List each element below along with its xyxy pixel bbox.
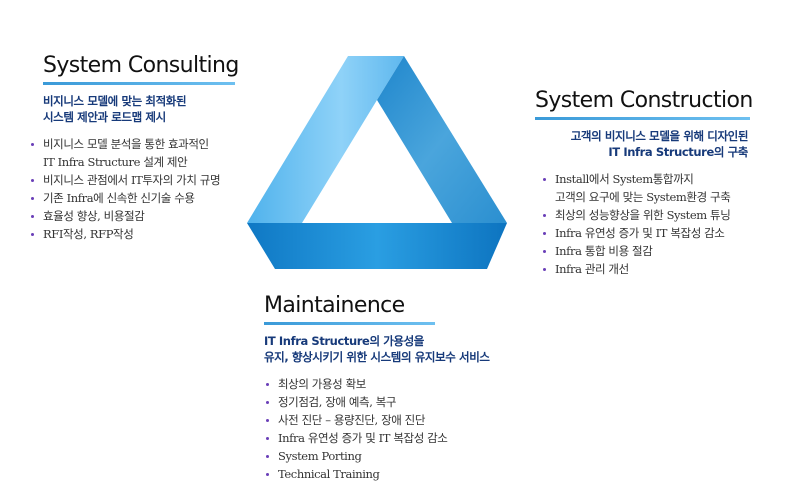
bullet-icon (543, 232, 546, 235)
list-item: 기존 Infra에 신속한 신기술 수용 (31, 189, 239, 207)
subtitle-line: IT Infra Structure의 구축 (608, 145, 748, 159)
list-item: System Porting (266, 447, 490, 465)
construction-title: System Construction (535, 88, 753, 113)
construction-section: System Construction 고객의 비지니스 모델을 위해 디자인된… (535, 87, 753, 278)
list-item: 정기점검, 장애 예측, 복구 (266, 393, 490, 411)
list-item: Infra 통합 비용 절감 (543, 242, 753, 260)
construction-underline (535, 117, 750, 120)
bullet-icon (31, 197, 34, 200)
bullet-icon (266, 455, 269, 458)
maintenance-underline (264, 322, 435, 325)
list-item: 사전 진단 – 용량진단, 장애 진단 (266, 411, 490, 429)
list-item: 비지니스 관점에서 IT투자의 가치 규명 (31, 171, 239, 189)
bullet-icon (543, 178, 546, 181)
consulting-underline (43, 82, 235, 85)
bullet-icon (31, 233, 34, 236)
consulting-section: System Consulting 비지니스 모델에 맞는 최적화된 시스템 제… (31, 52, 239, 243)
triangle-left-band (247, 56, 404, 223)
list-item: 최상의 성능향상을 위한 System 튜닝 (543, 206, 753, 224)
maintenance-section: Maintainence IT Infra Structure의 가용성을 유지… (264, 292, 490, 483)
subtitle-line: IT Infra Structure의 가용성을 (264, 334, 424, 348)
triangle-right-band (377, 56, 507, 223)
bullet-icon (31, 143, 34, 146)
bullet-icon (266, 419, 269, 422)
bullet-icon (266, 401, 269, 404)
list-item: 최상의 가용성 확보 (266, 375, 490, 393)
subtitle-line: 고객의 비지니스 모델을 위해 디자인된 (570, 129, 749, 143)
list-item: Infra 유연성 증가 및 IT 복잡성 감소 (543, 224, 753, 242)
bullet-icon (543, 250, 546, 253)
list-item: Technical Training (266, 465, 490, 483)
list-item: Infra 유연성 증가 및 IT 복잡성 감소 (266, 429, 490, 447)
triangle-bottom-band (247, 223, 507, 269)
subtitle-line: 유지, 향상시키기 위한 시스템의 유지보수 서비스 (264, 350, 490, 364)
bullet-icon (266, 383, 269, 386)
list-item: RFI작성, RFP작성 (31, 225, 239, 243)
consulting-title: System Consulting (43, 53, 239, 78)
bullet-icon (543, 268, 546, 271)
bullet-icon (543, 214, 546, 217)
list-item: Infra 관리 개선 (543, 260, 753, 278)
maintenance-title: Maintainence (264, 293, 405, 318)
construction-subtitle: 고객의 비지니스 모델을 위해 디자인된 IT Infra Structure의… (535, 128, 749, 160)
subtitle-line: 비지니스 모델에 맞는 최적화된 (43, 94, 187, 108)
bullet-icon (266, 437, 269, 440)
list-item: 효율성 향상, 비용절감 (31, 207, 239, 225)
bullet-icon (31, 179, 34, 182)
bullet-icon (31, 215, 34, 218)
consulting-subtitle: 비지니스 모델에 맞는 최적화된 시스템 제안과 로드맵 제시 (43, 93, 239, 125)
maintenance-subtitle: IT Infra Structure의 가용성을 유지, 향상시키기 위한 시스… (264, 333, 490, 365)
subtitle-line: 시스템 제안과 로드맵 제시 (43, 110, 166, 124)
bullet-icon (266, 473, 269, 476)
